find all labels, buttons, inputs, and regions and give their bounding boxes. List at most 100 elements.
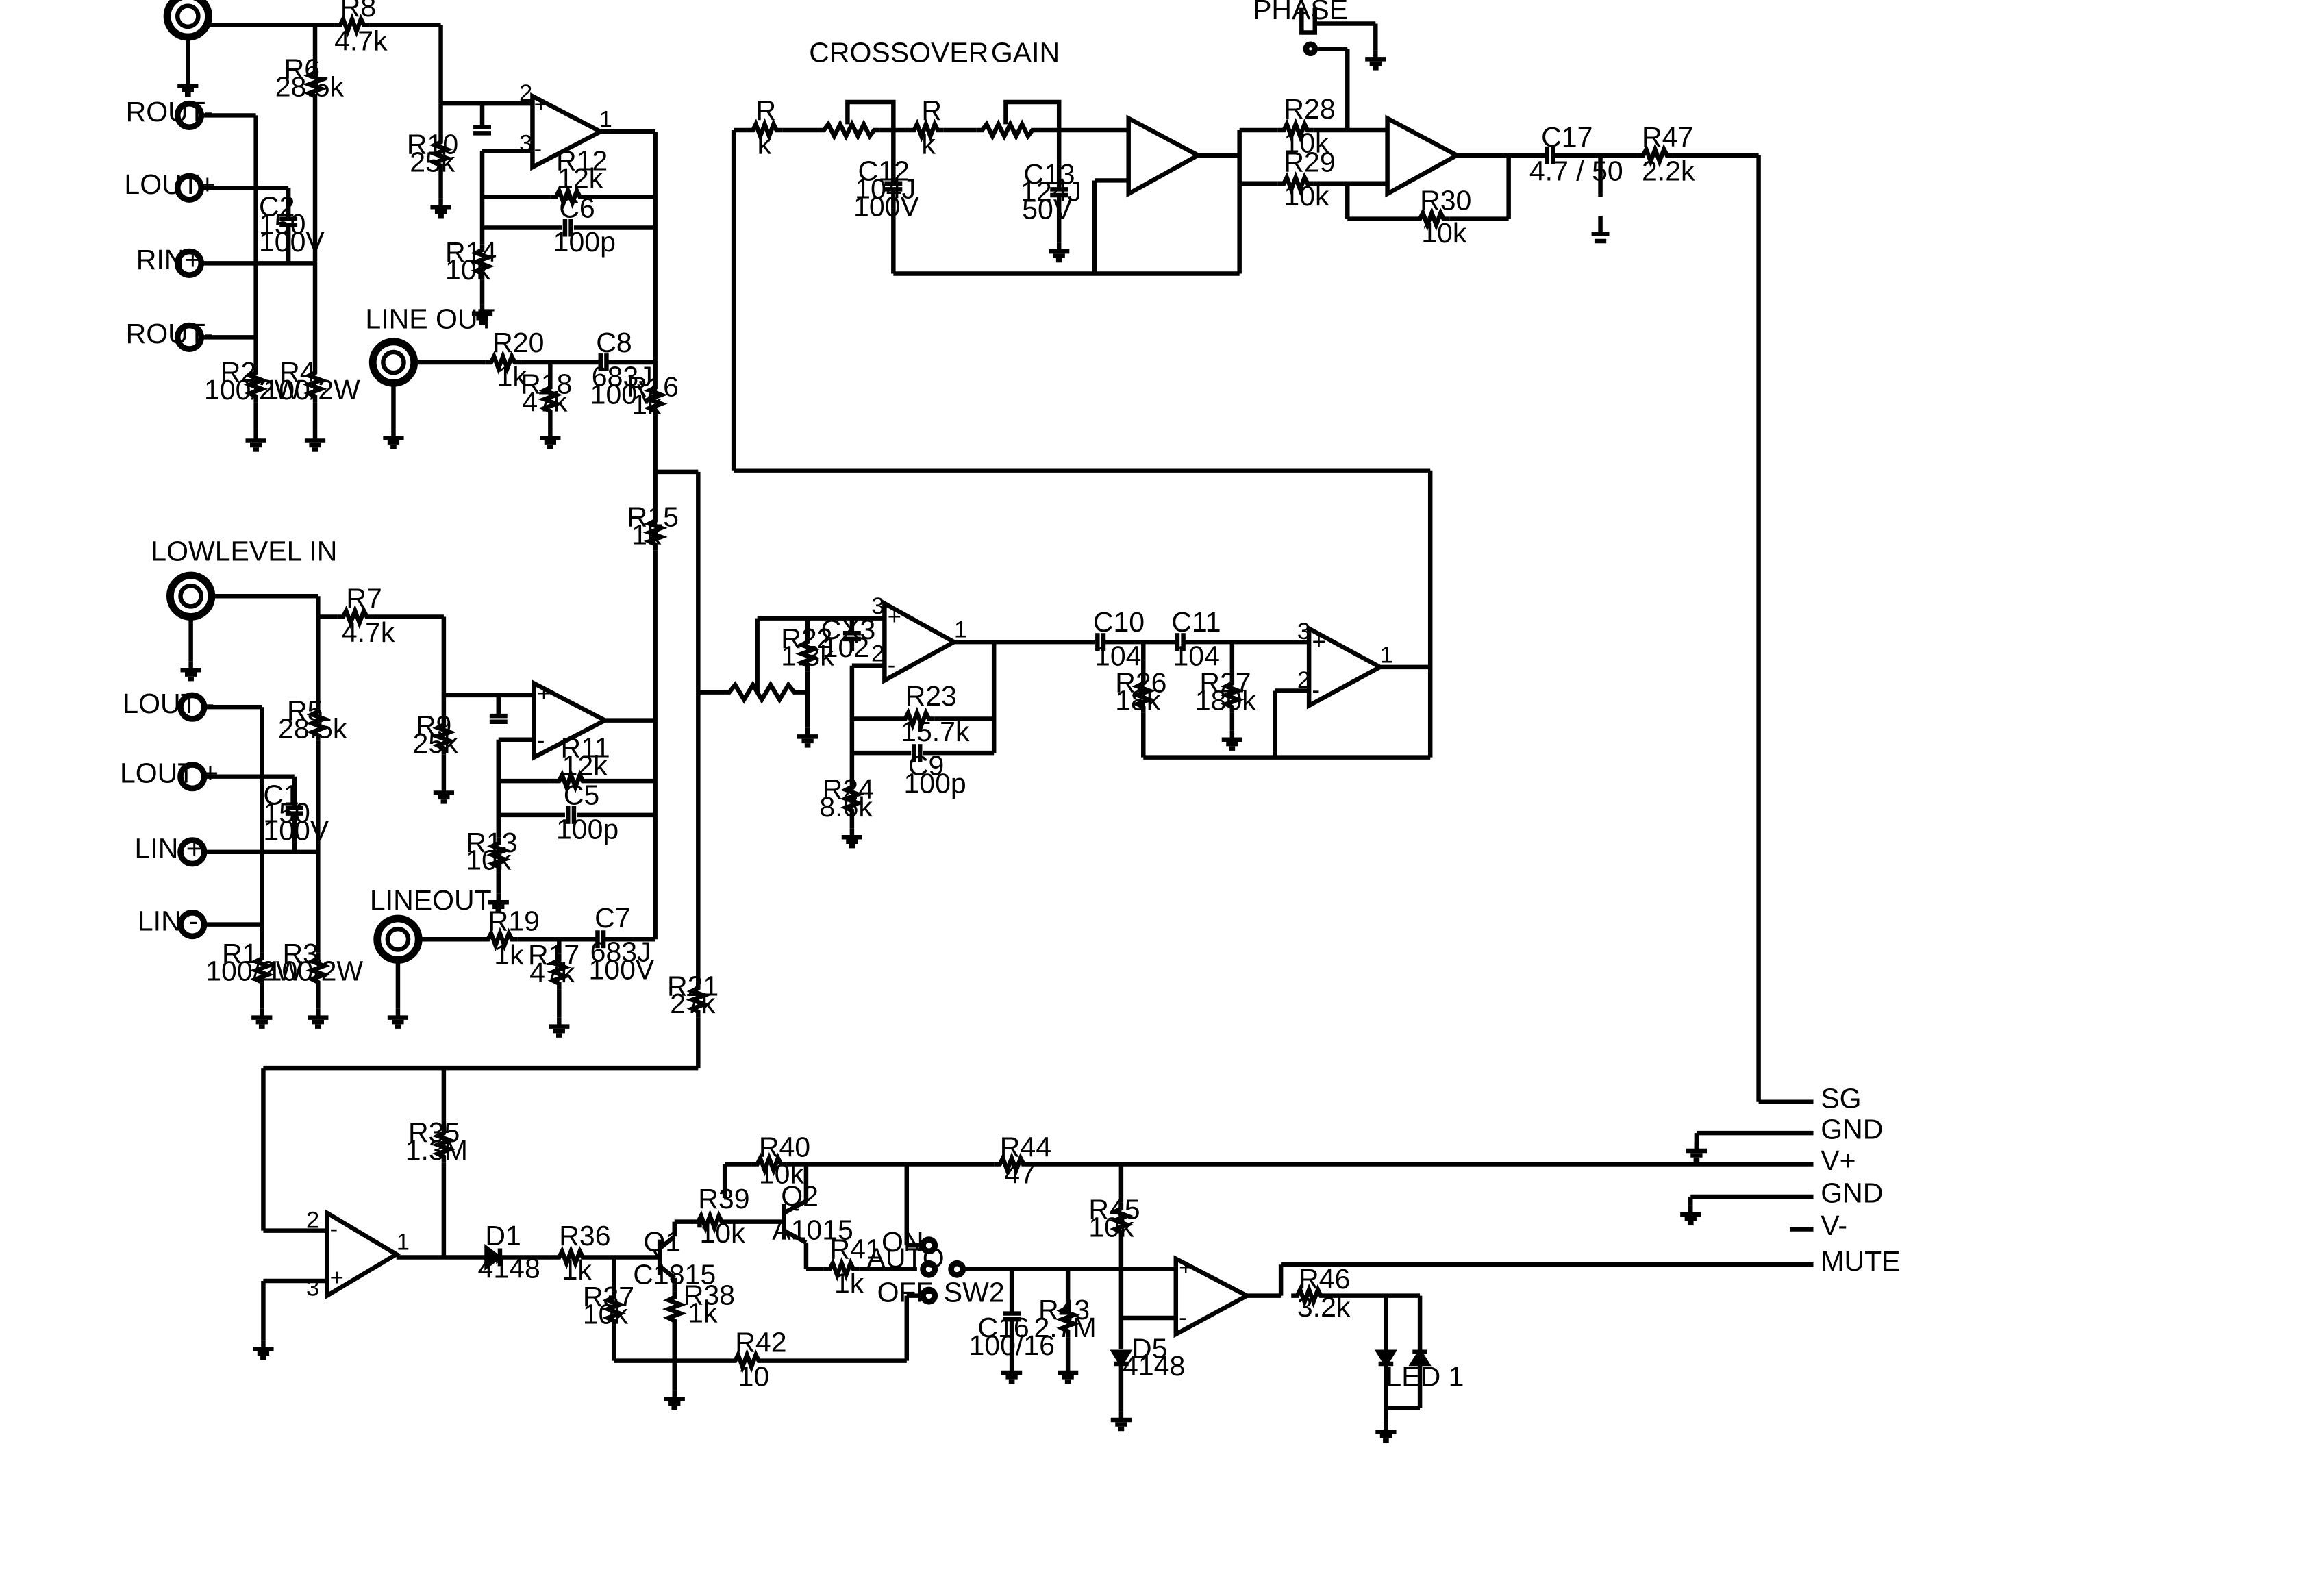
auto-on-stage: R35 1.3M 2 3 1 - + D1 4148 R36 1k R37 10… (253, 1065, 1814, 1441)
r7-ref: R7 (346, 583, 382, 614)
d1-ref: D1 (485, 1220, 521, 1251)
opamp-u4 (1306, 625, 1385, 710)
r3-val: 100/2W (266, 956, 364, 987)
c9-val: 100p (903, 767, 966, 799)
c9-ref: C9 (908, 750, 944, 782)
label-crossover: CROSSOVER (809, 37, 988, 68)
c6-val: 100p (553, 226, 616, 258)
c1-ref: C1 (263, 780, 299, 811)
svg-text:2: 2 (871, 640, 884, 666)
svg-text:-: - (888, 653, 896, 679)
r2-val: 100/2W (204, 374, 301, 406)
svg-text:+: + (330, 1265, 344, 1291)
c1-val2: 100V (263, 815, 329, 847)
c2-val2: 100V (259, 226, 325, 258)
c12-val2: 100V (853, 190, 919, 222)
c13-ref: C13 (1023, 158, 1075, 190)
svg-text:-: - (534, 136, 542, 162)
r10-val: 25k (410, 146, 455, 177)
r42-ref: R42 (735, 1327, 786, 1358)
r45-val: 10k (1088, 1211, 1134, 1243)
r44-val: 47 (1004, 1158, 1036, 1190)
r23-val: 15.7k (901, 716, 970, 747)
sw2-common[interactable] (948, 1260, 966, 1278)
r38-val: 1k (688, 1297, 718, 1329)
c7-val2: 100V (589, 954, 655, 986)
lowpass-stage: R22 1.3k CX3 102 3 2 1 + - R23 15.7k C9 … (725, 468, 1433, 846)
r41-ref: R41 (829, 1234, 881, 1265)
r36-val: 1k (562, 1254, 592, 1286)
c1-val: 150 (263, 797, 310, 829)
r39-val: 10k (699, 1217, 745, 1249)
r28-ref: R28 (1284, 93, 1335, 125)
r41-val: 1k (834, 1267, 864, 1299)
label-lineout: LINEOUT (370, 884, 492, 916)
input-stage-top: R8 4.7k R6 28.5k ROUT- LOUT+ C2 150 100V… (124, 0, 701, 988)
r27-ref: R27 (1199, 667, 1251, 699)
label-auto: AUTO (866, 1243, 944, 1274)
r29-ref: R29 (1284, 146, 1335, 177)
svg-text:2: 2 (1297, 667, 1310, 693)
r-a-ref: R (756, 95, 777, 126)
phase-switch[interactable] (1299, 7, 1318, 35)
r26-ref: R26 (1115, 667, 1166, 699)
svg-text:-: - (1312, 677, 1320, 703)
svg-text:1: 1 (599, 107, 612, 133)
label-gnd-1: GND (1821, 1114, 1883, 1145)
r4-val: 100/2W (263, 374, 360, 406)
r38-ref: R38 (684, 1280, 735, 1311)
r46-ref: R46 (1299, 1263, 1350, 1295)
c13-val2: 50V (1022, 194, 1073, 225)
r42-val: 10 (738, 1360, 770, 1392)
r46-val: 3.2k (1297, 1291, 1351, 1323)
r18-val: 47k (522, 386, 568, 417)
label-lout-plus-2: LOUT + (120, 757, 218, 788)
r22-ref: R22 (781, 623, 832, 654)
r21-val: 27k (670, 988, 716, 1019)
label-vplus: V+ (1821, 1145, 1855, 1176)
c2-ref: C2 (259, 190, 295, 222)
q1-ref: Q1 (643, 1226, 681, 1258)
r29-val: 10k (1284, 180, 1329, 212)
label-lin-plus: LIN + (135, 832, 203, 864)
svg-text:+: + (1179, 1254, 1192, 1280)
r2-ref: R2 (221, 356, 256, 388)
c7-ref: C7 (595, 902, 630, 934)
label-line-out: LINE OUT (365, 303, 495, 334)
r37-val: 10k (583, 1299, 629, 1330)
r35-val: 1.3M (405, 1134, 468, 1166)
r1-val: 100/2W (205, 956, 303, 987)
label-sg: SG (1821, 1082, 1861, 1114)
c13-val: 124J (1021, 176, 1082, 208)
r47-ref: R47 (1642, 121, 1693, 153)
svg-text:+: + (888, 603, 901, 629)
label-vminus: V- (1821, 1210, 1847, 1241)
sw2-auto-contact[interactable] (920, 1260, 938, 1278)
r12-val: 12k (558, 162, 603, 194)
c11-val: 104 (1173, 640, 1219, 672)
svg-text:1: 1 (1380, 642, 1393, 668)
r17-ref: R17 (528, 939, 579, 971)
c10-ref: C10 (1093, 606, 1145, 638)
r11-val: 12k (562, 750, 608, 782)
crossover-gain-stage: CROSSOVER GAIN R k R k C12 104J 100V C13… (731, 0, 1814, 1104)
c5-val: 100p (556, 813, 618, 845)
svg-text:1: 1 (397, 1230, 410, 1256)
r5-ref: R5 (287, 695, 323, 727)
r24-ref: R24 (823, 773, 874, 805)
label-on: ON (882, 1226, 924, 1258)
c16-val: 100/16 (968, 1330, 1054, 1361)
r35-ref: R35 (408, 1117, 460, 1148)
r19-val: 1k (494, 939, 524, 971)
r15-val: 1k (632, 519, 662, 551)
label-lout-minus: LOUT - (123, 688, 214, 719)
svg-text:3: 3 (871, 593, 884, 619)
r17-val: 47k (529, 957, 575, 988)
label-lout-plus-1: LOUT+ (124, 169, 215, 200)
r21-ref: R21 (667, 970, 718, 1001)
svg-text:-: - (330, 1216, 338, 1242)
r12-ref: R12 (556, 145, 608, 176)
sw2-on-contact[interactable] (920, 1236, 938, 1255)
r4-ref: R4 (279, 356, 315, 388)
opamp-u3 (882, 599, 959, 684)
